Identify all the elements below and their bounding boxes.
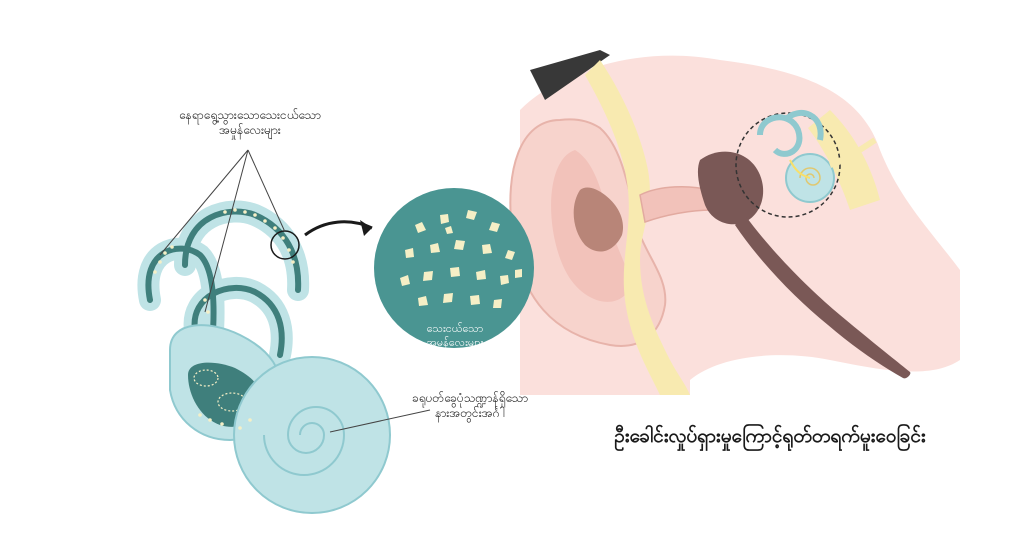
crystals-line2: အမှုန်လေးများ [426, 335, 484, 349]
curved-arrow-icon [304, 220, 373, 237]
displaced-crystals-line2: အမှုန်လေးများ [219, 123, 281, 137]
labyrinth [137, 200, 391, 514]
eustachian-tube [735, 215, 911, 379]
inner-ear-small [757, 109, 835, 203]
cochlea [233, 356, 391, 514]
concha [573, 187, 624, 252]
crystal-particles [400, 210, 522, 308]
ear-anatomy [509, 50, 960, 395]
hair [530, 50, 610, 100]
displaced-crystals-label: နေရာရွေ့သွားသောသေးငယ်သော အမှုန်လေးများ [150, 108, 350, 138]
pointer-lines-top [159, 149, 286, 313]
middle-ear [697, 151, 764, 225]
displaced-crystals-line1: နေရာရွေ့သွားသောသေးငယ်သော [179, 108, 321, 122]
utricle-line2: နားအတွင်းအင်္ဂါ [435, 406, 505, 420]
cochlea-spiral [263, 406, 346, 476]
crystals-line1: သေးငယ်သော [426, 322, 484, 335]
temporal-bone [585, 60, 690, 395]
utricle-label: ခရုပတ်ခွေပုံသဏ္ဍာန်ရှိသော နားအတွင်းအင်္ဂ… [370, 391, 570, 421]
displaced-crystal-dots [153, 208, 295, 430]
diagram-title: ဦးခေါင်းလှုပ်ရှားမှုကြောင့်ရုတ်တရက်မူးဝေ… [614, 425, 926, 447]
crystals-label: သေးငယ်သော အမှုန်လေးများ [385, 322, 525, 350]
inner-ear-highlight [735, 112, 841, 218]
utricle-line1: ခရုပတ်ခွေပုံသဏ္ဍာန်ရှိသော [411, 391, 529, 405]
pointer-line-bottom [329, 409, 431, 433]
auditory-nerve [828, 137, 877, 168]
